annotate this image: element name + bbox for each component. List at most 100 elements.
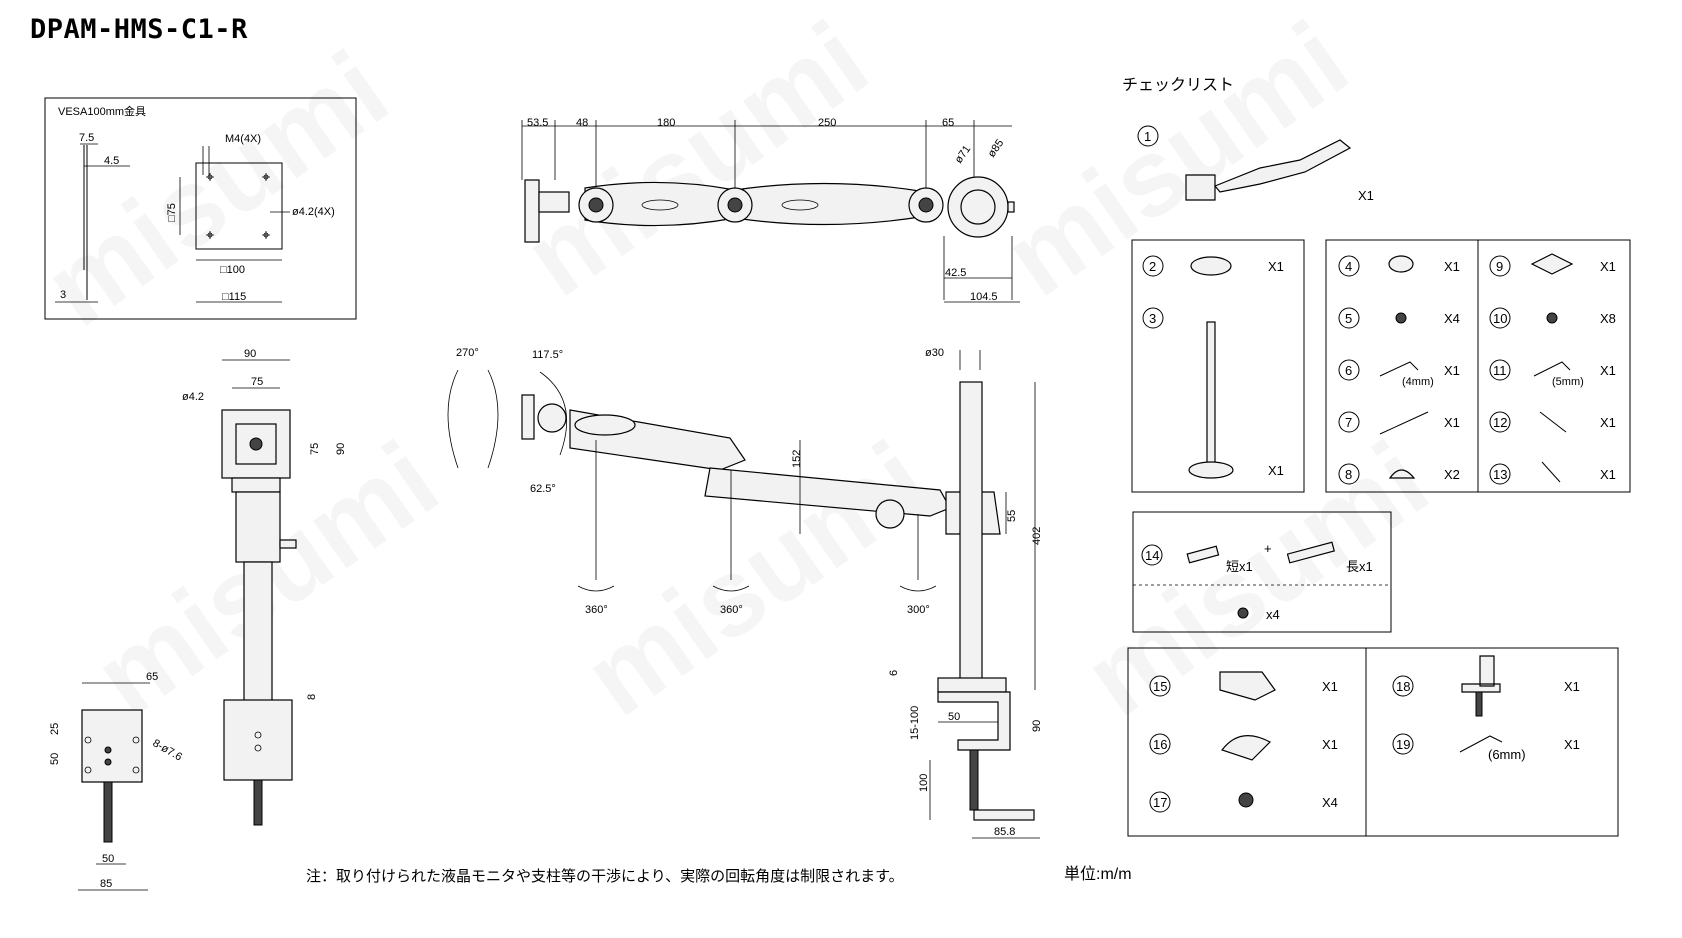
page-title: DPAM-HMS-C1-R <box>30 14 248 45</box>
item-icon <box>1238 792 1254 808</box>
checklist: チェックリスト 1 X1 2 X1 3 X1 4 X1 5 X4 6 <box>1122 76 1631 837</box>
dim-label: 250 <box>818 117 836 129</box>
item-icon <box>1539 411 1567 433</box>
item-number: 8 <box>1345 467 1352 482</box>
dim-label: 55 <box>1006 510 1018 522</box>
item-qty: X4 <box>1322 795 1338 810</box>
item-icon <box>1186 545 1220 564</box>
item-note: (4mm) <box>1402 376 1434 388</box>
item-icon <box>1190 256 1232 276</box>
item-qty: x4 <box>1266 607 1280 622</box>
dim-label: 104.5 <box>970 291 998 303</box>
dim-label: ø85 <box>986 137 1007 159</box>
item-number: 5 <box>1345 311 1352 326</box>
item-icon <box>1219 671 1276 701</box>
dim-label: □100 <box>220 264 245 276</box>
item-plus: + <box>1264 541 1272 556</box>
dim-label: 90 <box>1031 720 1043 732</box>
item-qty: X1 <box>1600 415 1616 430</box>
item-qty: X1 <box>1444 363 1460 378</box>
item-icon <box>1395 312 1407 324</box>
dim-label: 65 <box>942 117 954 129</box>
dim-label: 50 <box>102 853 114 865</box>
vesa-frame <box>44 97 357 320</box>
watermark-layer: misumi misumi misumi misumi misumi misum… <box>23 0 1449 740</box>
item-number: 3 <box>1149 311 1156 326</box>
dim-label: 65 <box>146 671 158 683</box>
item-icon <box>1388 469 1416 479</box>
item-number: 6 <box>1345 363 1352 378</box>
item-icon <box>1461 655 1501 693</box>
item-icon <box>1286 541 1335 564</box>
side-clamp <box>937 691 1011 751</box>
item-number: 11 <box>1493 363 1507 378</box>
vesa-plate <box>195 162 283 250</box>
dim-label: 53.5 <box>527 117 548 129</box>
dim-label: 4.5 <box>104 155 119 167</box>
dim-label: 50 <box>948 711 960 723</box>
item-arm-icon <box>1185 139 1352 201</box>
item-number: 10 <box>1493 311 1507 326</box>
item-icon <box>1541 461 1561 483</box>
item-icon <box>1379 361 1419 377</box>
dim-label: 90 <box>335 443 347 455</box>
dim-label: ø30 <box>925 347 944 359</box>
dim-label: 300° <box>907 604 930 616</box>
dim-label: 15-100 <box>909 706 921 740</box>
pole <box>243 561 273 703</box>
watermark-text: misumi <box>563 418 949 740</box>
dim-label: 180 <box>657 117 675 129</box>
arm-body <box>584 181 927 227</box>
item-long: 長x1 <box>1346 559 1373 574</box>
arm-top-view: 53.5 48 180 250 65 ø71 ø85 42.5 104.5 <box>521 117 1020 303</box>
side-vesa-mount <box>521 394 535 440</box>
item-qty: X1 <box>1600 363 1616 378</box>
item-qty: X1 <box>1268 259 1284 274</box>
item-qty: X1 <box>1358 188 1374 203</box>
item-qty: X1 <box>1600 259 1616 274</box>
vesa-mount <box>524 179 540 243</box>
item-pole-icon <box>1206 321 1216 468</box>
item-number: 9 <box>1496 259 1503 274</box>
item-qty: X1 <box>1322 737 1338 752</box>
dim-label: 100 <box>918 774 930 792</box>
item-number: 4 <box>1345 259 1352 274</box>
watermark-text: misumi <box>503 0 889 320</box>
watermark-text: misumi <box>23 28 409 350</box>
front-view: 90 75 ø4.2 75 90 8 65 25 50 8-ø7.6 50 85 <box>49 348 347 891</box>
dim-label: 8-ø7.6 <box>151 737 185 763</box>
dim-label: 270° <box>456 347 479 359</box>
item-qty: X1 <box>1268 463 1284 478</box>
unit-label: 単位:m/m <box>1064 865 1132 883</box>
item-qty: X1 <box>1322 679 1338 694</box>
checklist-column-right: 9 X1 10 X8 11 (5mm) X1 12 X1 13 X1 <box>1489 253 1616 485</box>
item-number: 19 <box>1396 737 1410 752</box>
dim-label: 6 <box>888 670 900 676</box>
dim-label: □75 <box>166 203 178 222</box>
item-number: 7 <box>1345 415 1352 430</box>
dim-label: 7.5 <box>79 132 94 144</box>
dim-label: 42.5 <box>945 267 966 279</box>
item-icon <box>1546 312 1558 324</box>
item-icon <box>1530 253 1574 275</box>
item-qty: X8 <box>1600 311 1616 326</box>
dim-label: M4(4X) <box>225 133 261 145</box>
side-view: 270° 117.5° 62.5° 360° 360° 300° ø30 152… <box>447 347 1043 839</box>
item-number: 16 <box>1153 737 1167 752</box>
item-note: (6mm) <box>1488 747 1526 762</box>
item-short: 短x1 <box>1226 559 1253 574</box>
item-qty: X1 <box>1564 679 1580 694</box>
item-number: 18 <box>1396 679 1410 694</box>
dim-label: 117.5° <box>532 349 563 361</box>
item-number: 17 <box>1153 795 1167 810</box>
footnote: 注：取り付けられた液晶モニタや支柱等の干渉により、実際の回転角度は制限されます。 <box>306 867 904 885</box>
dim-label: 62.5° <box>530 483 556 495</box>
clamp-front <box>223 699 293 781</box>
item-icon <box>1388 255 1414 273</box>
dim-label: 8 <box>306 694 318 700</box>
dim-label: 360° <box>585 604 608 616</box>
item-number: 14 <box>1145 548 1159 563</box>
item-qty: X1 <box>1444 259 1460 274</box>
dim-label: 85 <box>100 878 112 890</box>
